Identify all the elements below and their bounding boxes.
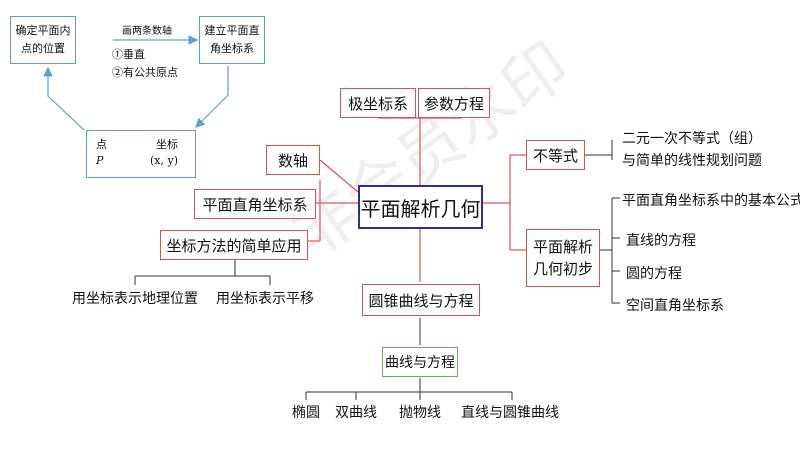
conic-child-line-and-conic: 直线与圆锥曲线 — [461, 405, 559, 421]
intro-child-space-coordinates: 空间直角坐标系 — [626, 298, 724, 314]
flow-condition-1: ①垂直 — [112, 48, 145, 61]
flow-box-coordinate-system: 建立平面直 角坐标系 — [199, 16, 265, 64]
point-label: 点 — [96, 138, 107, 151]
node-number-axis: 数轴 — [266, 145, 320, 175]
conic-child-parabola: 抛物线 — [399, 405, 441, 421]
flow-box-plane-position: 确定平面内 点的位置 — [10, 16, 76, 64]
flow-arrow-title: 画两条数轴 — [122, 26, 172, 37]
node-plane-geometry-intro: 平面解析 几何初步 — [526, 229, 600, 287]
node-curve-equation: 曲线与方程 — [382, 347, 458, 377]
intro-child-basic-formulas: 平面直角坐标系中的基本公式 — [622, 193, 800, 209]
intro-child-line-equation: 直线的方程 — [626, 233, 696, 249]
inequality-desc-1: 二元一次不等式（组） — [622, 131, 762, 147]
apply-child-translation: 用坐标表示平移 — [216, 291, 314, 307]
coordinate-symbol: (x, y) — [150, 154, 178, 167]
inequality-desc-2: 与简单的线性规划问题 — [622, 153, 762, 169]
coordinate-label: 坐标 — [156, 138, 178, 151]
flow-condition-2: ②有公共原点 — [112, 66, 178, 79]
point-symbol: P — [96, 154, 104, 167]
conic-child-hyperbola: 双曲线 — [335, 405, 377, 421]
node-inequality: 不等式 — [526, 140, 585, 170]
node-parametric-equation: 参数方程 — [418, 88, 490, 118]
flow-box-point-coordinate — [86, 130, 196, 178]
node-rectangular-coordinates: 平面直角坐标系 — [194, 189, 316, 219]
intro-child-circle-equation: 圆的方程 — [626, 266, 682, 282]
flow-arrow-up — [43, 66, 85, 131]
node-polar-coordinates: 极坐标系 — [340, 88, 416, 118]
node-coordinate-method-application: 坐标方法的简单应用 — [160, 230, 308, 260]
conic-child-ellipse: 椭圆 — [292, 405, 320, 421]
center-node: 平面解析几何 — [358, 185, 483, 229]
apply-child-geography: 用坐标表示地理位置 — [72, 291, 198, 307]
flow-arrow-down — [195, 66, 229, 128]
node-conic-sections: 圆锥曲线与方程 — [362, 284, 480, 316]
